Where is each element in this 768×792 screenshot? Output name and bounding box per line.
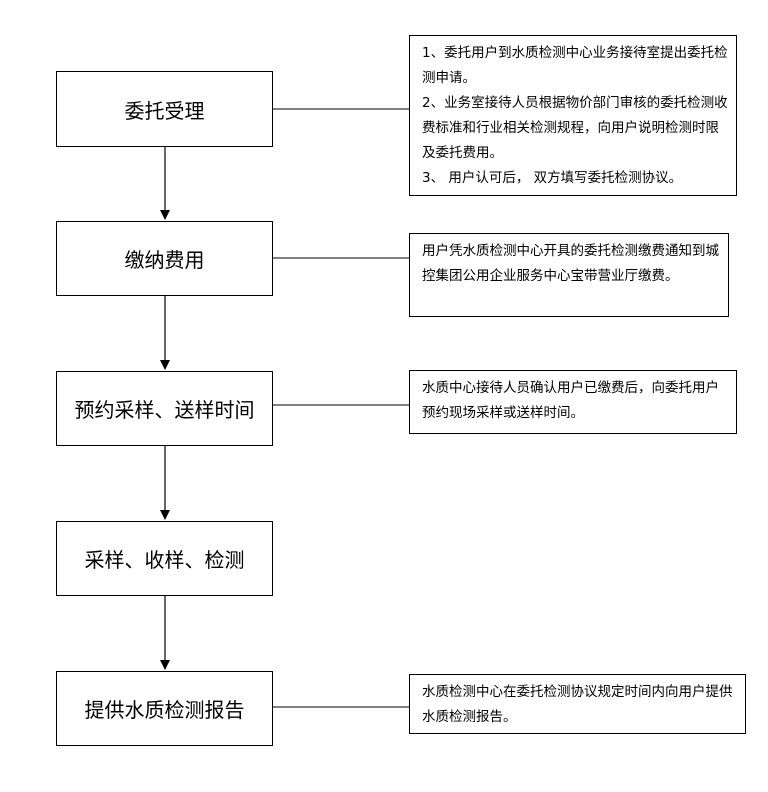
- note-accept-item-3: 3、 用户认可后， 双方填写委托检测协议。: [422, 170, 683, 186]
- step-pay-fee: 缴纳费用: [56, 221, 273, 296]
- note-appointment: 水质中心接待人员确认用户已缴费后，向委托用户预约现场采样或送样时间。: [409, 370, 737, 434]
- step-sampling-testing: 采样、收样、检测: [56, 521, 273, 596]
- note-report: 水质检测中心在委托检测协议规定时间内向用户提供水质检测报告。: [409, 674, 746, 734]
- note-report-text: 水质检测中心在委托检测协议规定时间内向用户提供水质检测报告。: [422, 684, 733, 725]
- note-accept-item-1: 1、委托用户到水质检测中心业务接待室提出委托检测申请。: [422, 45, 728, 86]
- step-report: 提供水质检测报告: [56, 671, 273, 746]
- note-fee: 用户凭水质检测中心开具的委托检测缴费通知到城控集团公用企业服务中心宝带营业厅缴费…: [409, 233, 729, 317]
- note-fee-text: 用户凭水质检测中心开具的委托检测缴费通知到城控集团公用企业服务中心宝带营业厅缴费…: [422, 243, 719, 284]
- step-accept: 委托受理: [56, 71, 273, 147]
- note-accept-item-2: 2、业务室接待人员根据物价部门审核的委托检测收费标准和行业相关检测规程，向用户说…: [422, 95, 728, 161]
- step-appointment: 预约采样、送样时间: [56, 371, 273, 446]
- note-appointment-text: 水质中心接待人员确认用户已缴费后，向委托用户预约现场采样或送样时间。: [422, 380, 719, 421]
- note-accept: 1、委托用户到水质检测中心业务接待室提出委托检测申请。 2、业务室接待人员根据物…: [409, 35, 737, 196]
